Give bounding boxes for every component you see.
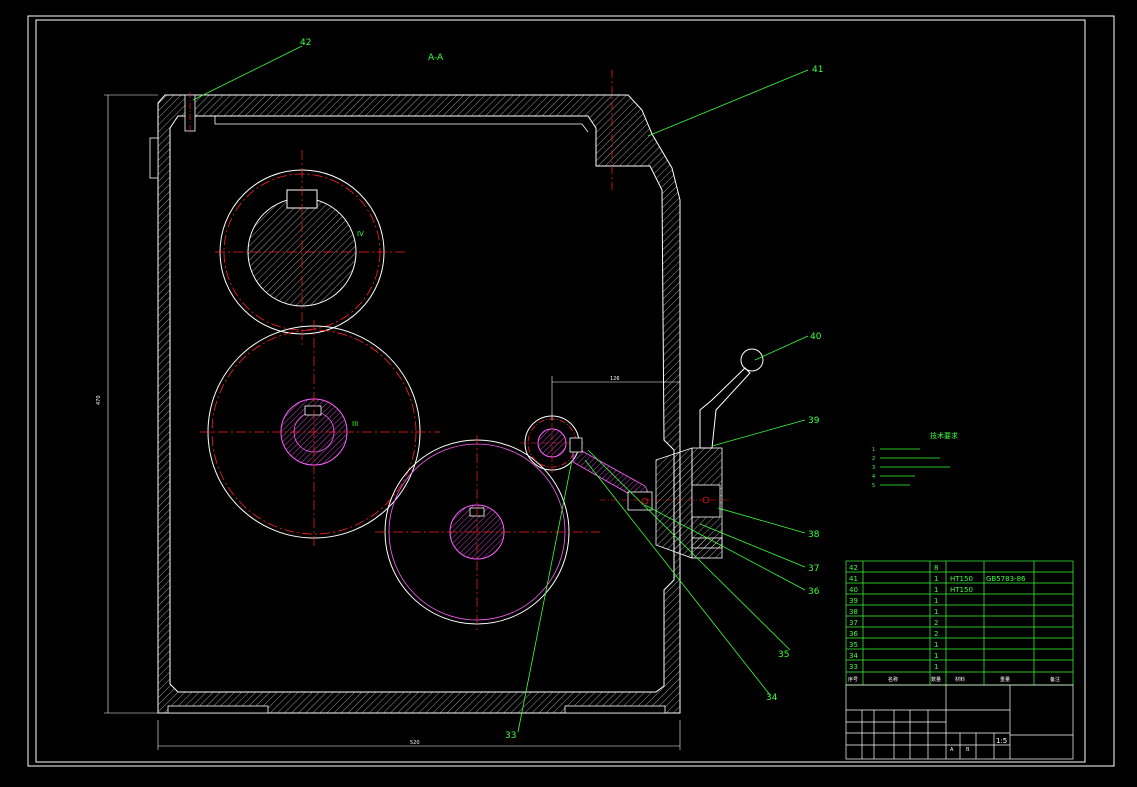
height-dimension: 470 [96, 395, 102, 405]
header-seq: 序号 [848, 676, 858, 683]
header-name: 名称 [888, 676, 898, 683]
offset-dimension: 126 [610, 376, 620, 382]
parts-cell-seq: 40 [849, 586, 858, 594]
parts-row: 37 2 [849, 619, 938, 627]
callout-35: 35 [778, 650, 789, 660]
header-qty: 数量 [931, 676, 941, 683]
callout-41: 41 [812, 65, 823, 75]
callout-36: 36 [808, 587, 820, 597]
tech-req-item-5: 5 [872, 483, 875, 489]
parts-cell-seq: 34 [849, 652, 858, 660]
callout-40: 40 [810, 332, 822, 342]
parts-cell-seq: 38 [849, 608, 858, 616]
section-label: A-A [428, 53, 444, 63]
parts-row: 40 1 HT150 [849, 586, 973, 594]
header-material: 材料 [955, 676, 965, 683]
parts-cell-seq: 37 [849, 619, 858, 627]
parts-row: 39 1 [849, 597, 938, 605]
tech-req-title: 技术要求 [930, 431, 958, 440]
width-dimension: 520 [410, 740, 420, 746]
parts-row: 36 2 [849, 630, 938, 638]
callout-33: 33 [505, 731, 516, 741]
parts-cell-qty: 2 [934, 630, 938, 638]
parts-cell-seq: 41 [849, 575, 858, 583]
parts-list-header: 序号 名称 数量 材料 重量 备注 [848, 676, 1060, 683]
parts-cell-qty: 2 [934, 619, 938, 627]
parts-row: 35 1 [849, 641, 938, 649]
tech-req-item-1: 1 [872, 447, 875, 453]
shaft-iv-label: IV [357, 230, 364, 238]
parts-cell-standard: GB5783-86 [986, 575, 1026, 583]
header-weight: 重量 [1000, 676, 1010, 683]
shaft-iii-label: III [352, 420, 358, 428]
parts-cell-qty: 1 [934, 597, 938, 605]
parts-cell-seq: 39 [849, 597, 858, 605]
parts-cell-seq: 42 [849, 564, 858, 572]
parts-cell-material: HT150 [950, 575, 973, 583]
title-block-sheet-b: B [966, 747, 970, 753]
callout-42: 42 [300, 38, 311, 48]
outer-border [27, 15, 1115, 767]
callout-37: 37 [808, 564, 819, 574]
technical-requirements: 技术要求 1 2 3 4 5 [872, 431, 958, 489]
tech-req-item-3: 3 [872, 465, 875, 471]
parts-row: 38 1 [849, 608, 938, 616]
parts-row: 34 1 [849, 652, 938, 660]
tech-req-item-2: 2 [872, 456, 875, 462]
parts-cell-material: HT150 [950, 586, 973, 594]
gear-lower [375, 435, 600, 630]
parts-cell-qty: 1 [934, 652, 938, 660]
callout-39: 39 [808, 416, 820, 426]
callout-34: 34 [766, 693, 778, 703]
parts-cell-qty: 1 [934, 641, 938, 649]
dimension-lines [104, 94, 681, 750]
title-block-sheet-a: A [950, 747, 954, 753]
parts-cell-qty: 1 [934, 663, 938, 671]
gear-shaft-iv [215, 150, 405, 345]
parts-list-grid [845, 560, 1074, 686]
tech-req-item-4: 4 [872, 474, 875, 480]
title-block-scale: 1:5 [996, 737, 1007, 745]
title-block [845, 684, 1074, 760]
parts-cell-qty: 1 [934, 575, 938, 583]
parts-cell-qty: 1 [934, 608, 938, 616]
gearbox-housing [149, 70, 681, 714]
parts-row: 42 8 [849, 564, 938, 572]
parts-cell-seq: 36 [849, 630, 858, 638]
parts-row: 33 1 [849, 663, 938, 671]
parts-cell-qty: 8 [934, 564, 938, 572]
parts-row: 41 1 HT150 GB5783-86 [849, 575, 1026, 583]
gear-shaft-iii [200, 320, 440, 548]
callout-labels: 42 41 40 39 38 37 36 35 34 33 [300, 38, 823, 741]
parts-cell-seq: 33 [849, 663, 858, 671]
parts-cell-qty: 1 [934, 586, 938, 594]
header-note: 备注 [1050, 676, 1060, 683]
inner-border [35, 19, 1086, 763]
callout-38: 38 [808, 530, 820, 540]
leader-lines [192, 45, 809, 733]
parts-cell-seq: 35 [849, 641, 858, 649]
